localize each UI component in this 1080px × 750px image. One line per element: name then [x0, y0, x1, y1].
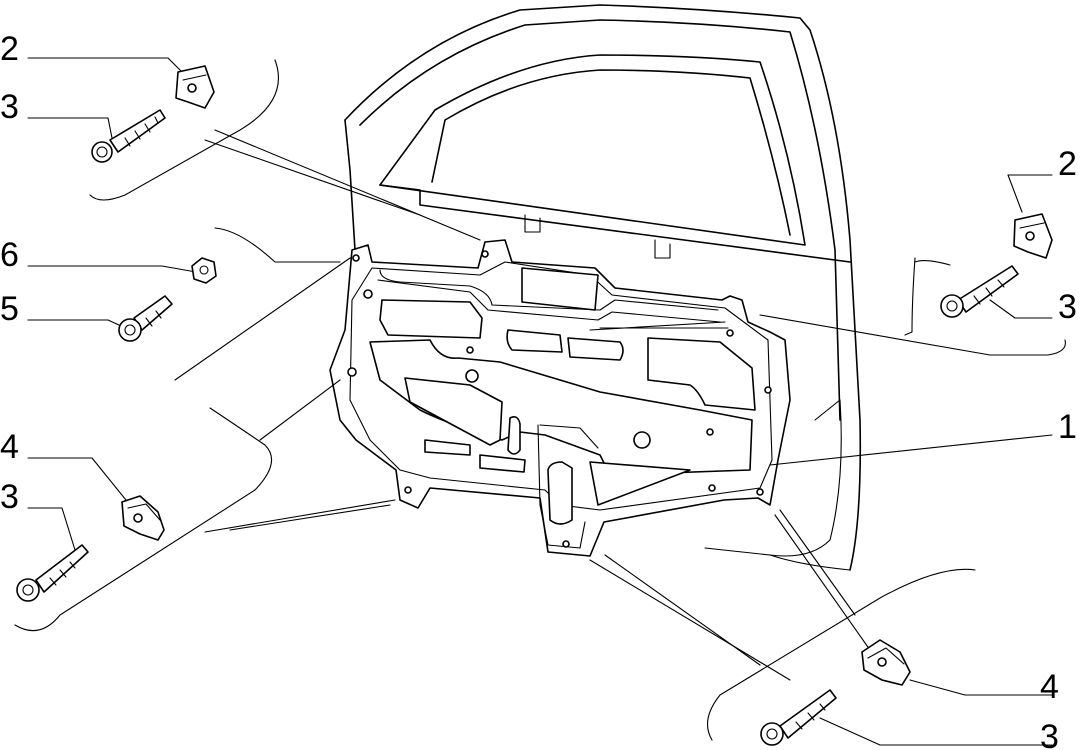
callout-6: 6	[0, 236, 19, 274]
spring-clip-icon	[121, 495, 165, 541]
self-tapping-screw-icon	[940, 265, 1019, 318]
door-outline	[344, 4, 862, 571]
callout-2-top-left: 2	[0, 30, 19, 68]
bolt-icon	[118, 295, 173, 342]
callout-3-left: 3	[0, 478, 19, 516]
callout-5: 5	[0, 290, 19, 328]
self-tapping-screw-icon	[16, 544, 89, 602]
clip-nut-icon	[175, 65, 215, 109]
callout-1: 1	[1058, 408, 1077, 446]
callout-labels: 2 3 6 5 4 3 2 3 1 4 3	[0, 30, 1077, 750]
self-tapping-screw-icon	[91, 109, 166, 163]
callout-3-bottom-right: 3	[1040, 718, 1059, 750]
callout-3-top-left: 3	[0, 88, 19, 126]
spring-clip-icon	[861, 639, 911, 686]
callout-4-left: 4	[0, 428, 19, 466]
panel-holes	[347, 250, 772, 548]
callout-3-right: 3	[1058, 288, 1077, 326]
callout-2-right: 2	[1058, 145, 1077, 183]
hex-nut-icon	[191, 257, 217, 284]
inner-door-panel	[329, 239, 791, 557]
self-tapping-screw-icon	[760, 689, 837, 746]
clip-nut-icon	[1013, 213, 1053, 259]
callout-4-bottom-right: 4	[1040, 668, 1059, 706]
leader-lines	[14, 57, 1066, 746]
